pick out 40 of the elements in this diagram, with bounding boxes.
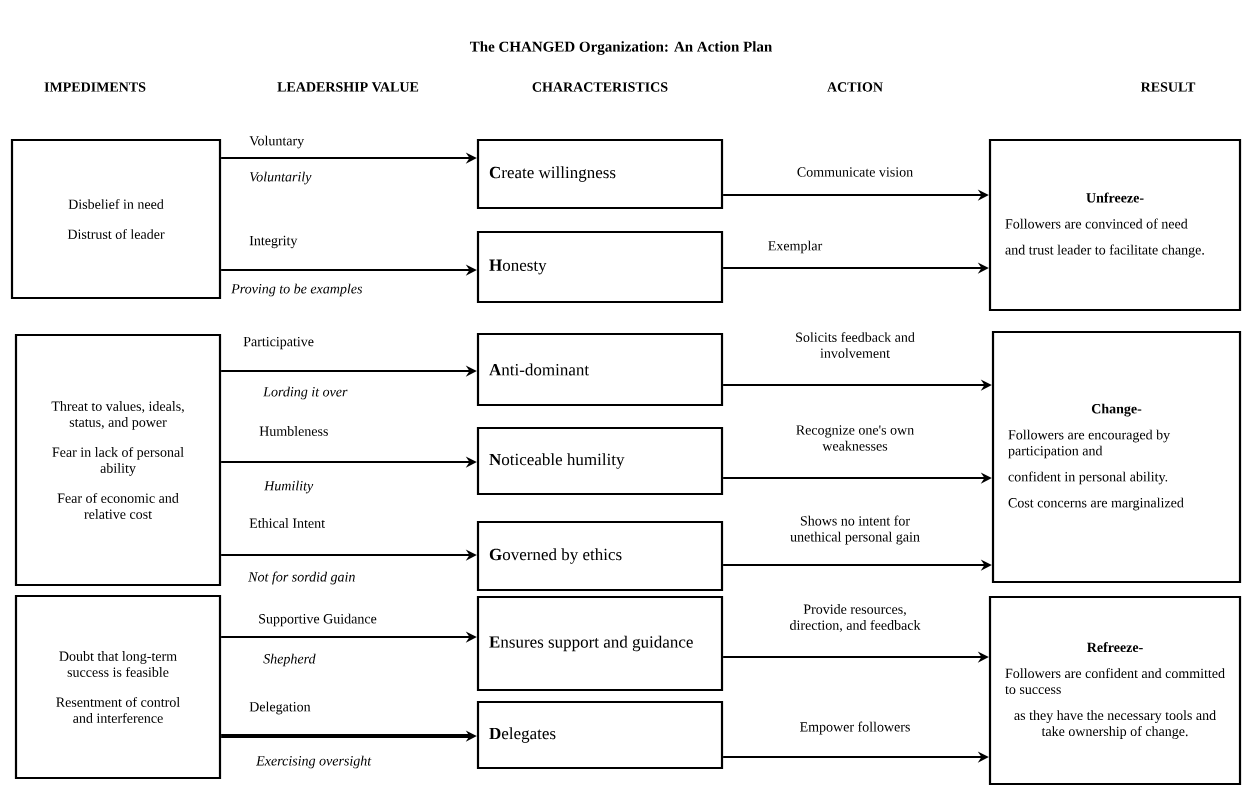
column-header: LEADERSHIP VALUE bbox=[277, 82, 419, 92]
edge-label: Integrity bbox=[249, 235, 298, 249]
edge-label: Empower followers bbox=[800, 721, 910, 735]
edge-label: Humbleness bbox=[259, 426, 328, 436]
edge-label: Delegation bbox=[249, 701, 311, 715]
edge-label: Ethical Intent bbox=[249, 518, 325, 528]
characteristic-box: Anti-dominant bbox=[476, 332, 724, 407]
column-header: CHARACTERISTICS bbox=[532, 82, 668, 92]
value-note: Proving to be examples bbox=[231, 283, 363, 297]
impediment-box: Disbelief in need Distrust of leader bbox=[10, 138, 222, 300]
value-note: Voluntarily bbox=[249, 171, 312, 185]
impediment-box: Doubt that long-term success is feasible Resentment of control and interference bbox=[14, 594, 222, 780]
column-header: ACTION bbox=[827, 82, 883, 92]
value-note: Humility bbox=[264, 480, 314, 494]
edge-label: Communicate vision bbox=[797, 167, 913, 177]
column-header: IMPEDIMENTS bbox=[44, 82, 146, 92]
characteristic-box: Noticeable humility bbox=[476, 426, 724, 496]
edge-label: Voluntary bbox=[249, 135, 305, 149]
result-box: Change- Followers are encouraged by participation and confident in personal ability. Cost concerns are marginalized bbox=[991, 330, 1242, 584]
value-note: Not for sordid gain bbox=[248, 571, 355, 585]
result-box: Refreeze- Followers are confident and committed to success as they have the necessary tools and take ownership of change. bbox=[988, 595, 1242, 786]
result-box: Unfreeze- Followers are convinced of need and trust leader to facilitate change. bbox=[988, 138, 1242, 312]
edge-label: Supportive Guidance bbox=[259, 613, 377, 627]
value-note: Shepherd bbox=[263, 653, 316, 667]
characteristic-box: Ensures support and guidance bbox=[476, 595, 724, 692]
characteristic-box: Create willingness bbox=[476, 138, 724, 210]
edge-label: Exemplar bbox=[768, 240, 823, 254]
characteristic-box: Honesty bbox=[476, 230, 724, 304]
column-header: RESULT bbox=[1140, 82, 1196, 92]
edge-label: Provide resources, direction, and feedback bbox=[790, 604, 921, 632]
characteristic-box: Delegates bbox=[476, 700, 724, 770]
title: The CHANGED Organization: An Action Plan bbox=[470, 41, 772, 55]
characteristic-box: Governed by ethics bbox=[476, 520, 724, 592]
value-note: Exercising oversight bbox=[256, 755, 372, 769]
edge-label: Shows no intent for unethical personal gain bbox=[790, 515, 920, 545]
impediment-box: Threat to values, ideals, status, and power Fear in lack of personal ability Fear of economic and relative cost bbox=[14, 333, 222, 587]
edge-label: Recognize one's own weaknesses bbox=[796, 425, 914, 451]
edge-label: Solicits feedback and involvement bbox=[796, 332, 915, 358]
edge-label: Participative bbox=[243, 336, 314, 350]
value-note: Lording it over bbox=[263, 386, 348, 400]
